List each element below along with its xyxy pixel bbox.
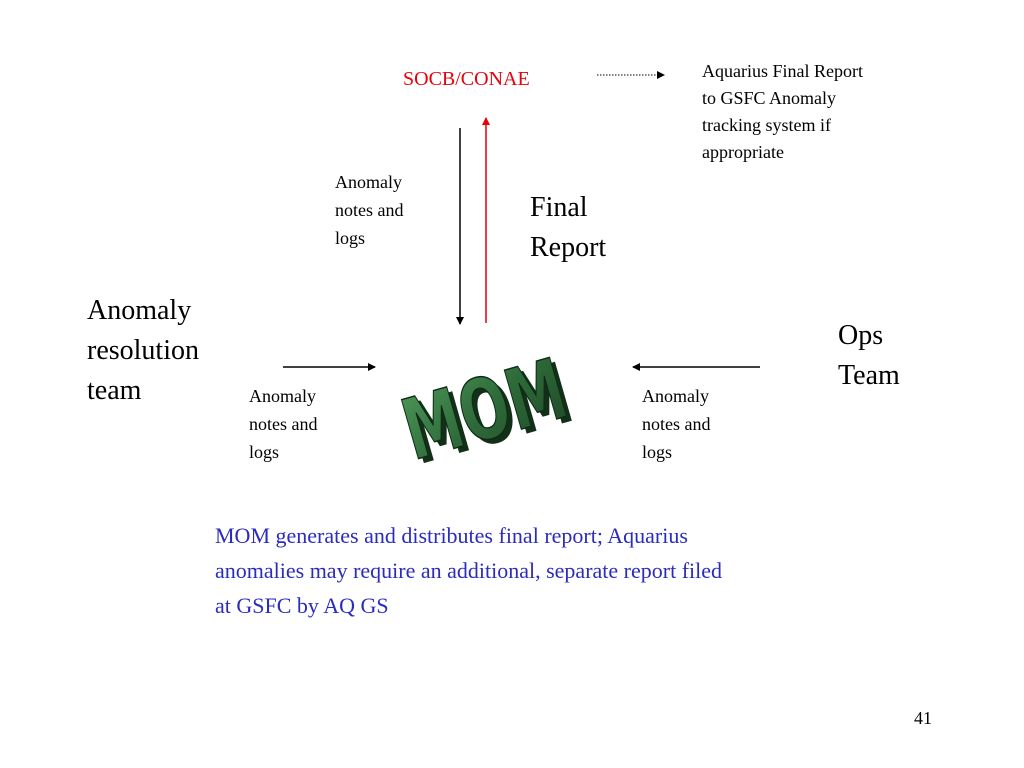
caption-line: MOM generates and distributes final repo… [215,523,688,548]
notes-top-line: notes and [335,200,404,220]
resolution-team-line: team [87,375,142,406]
notes-right-label: Anomaly notes and logs [642,382,752,466]
aquarius-report-line: tracking system if [702,115,831,135]
notes-left-line: Anomaly [249,386,316,406]
ops-team-label: Ops Team [838,316,900,396]
slide-caption: MOM generates and distributes final repo… [215,518,895,623]
notes-right-line: notes and [642,414,711,434]
notes-right-line: logs [642,442,673,462]
notes-left-line: notes and [249,414,318,434]
notes-right-line: Anomaly [642,386,709,406]
aquarius-report-line: appropriate [702,142,784,162]
final-report-label: Final Report [530,188,606,268]
final-report-line: Report [530,232,607,263]
mom-logo-text: MOM [392,341,577,480]
aquarius-report-line: Aquarius Final Report [702,61,863,81]
page-number: 41 [914,708,932,728]
socb-conae-label: SOCB/CONAE [403,68,530,90]
notes-top-line: logs [335,228,366,248]
resolution-team-line: resolution [87,335,199,366]
aquarius-report-line: to GSFC Anomaly [702,88,837,108]
notes-left-label: Anomaly notes and logs [249,382,359,466]
caption-line: at GSFC by AQ GS [215,593,389,618]
aquarius-report-note: Aquarius Final Report to GSFC Anomaly tr… [702,58,932,166]
ops-team-line: Team [838,360,900,391]
resolution-team-line: Anomaly [87,295,192,326]
resolution-team-label: Anomaly resolution team [87,291,199,411]
ops-team-line: Ops [838,320,884,351]
notes-top-line: Anomaly [335,172,402,192]
final-report-line: Final [530,192,588,223]
caption-line: anomalies may require an additional, sep… [215,558,723,583]
notes-top-label: Anomaly notes and logs [335,168,445,252]
notes-left-line: logs [249,442,280,462]
